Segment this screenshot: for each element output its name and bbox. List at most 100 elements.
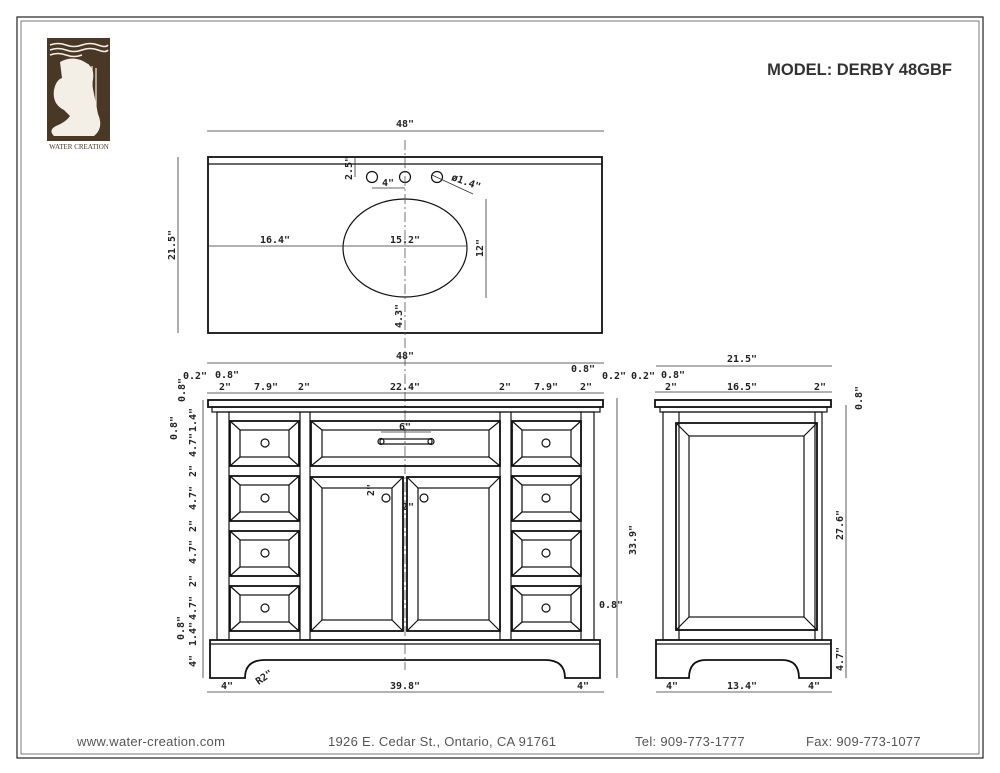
dimension-label: 1.4" bbox=[188, 408, 199, 432]
side-view: 21.5" 0.2" 0.8" 2" 16.5" 2" 0.8" 27.6" 4… bbox=[631, 354, 865, 693]
door-right bbox=[406, 476, 501, 632]
dimension-label: 2" bbox=[298, 382, 310, 393]
drawer-left-3 bbox=[229, 530, 300, 577]
dimension-label: 0.8" bbox=[599, 600, 623, 611]
knob-icon bbox=[260, 493, 270, 503]
drawing-line bbox=[229, 420, 300, 467]
drawing-line bbox=[511, 475, 582, 522]
dimension-label: 2" bbox=[188, 575, 199, 587]
drawing-line bbox=[310, 420, 501, 467]
knob-icon bbox=[381, 493, 391, 503]
drawing-line bbox=[229, 530, 300, 577]
drawing-line bbox=[229, 585, 300, 632]
dimension-label: 4" bbox=[666, 681, 678, 692]
dimension-label: 4" bbox=[808, 681, 820, 692]
dimension-label: 0.8" bbox=[177, 378, 188, 402]
footer-address: 1926 E. Cedar St., Ontario, CA 91761 bbox=[328, 734, 557, 749]
dimension-label: 0.8" bbox=[169, 416, 180, 440]
dimension-label: 2" bbox=[580, 382, 592, 393]
dim-top-depth: 21.5" bbox=[167, 230, 178, 260]
drawing-line bbox=[310, 476, 404, 632]
dimension-label: 7.9" bbox=[254, 382, 278, 393]
dim-bowl-offset: 16.4" bbox=[260, 235, 290, 246]
dimension-label: 4.7" bbox=[835, 647, 846, 671]
dimension-label: 0.8" bbox=[176, 616, 187, 640]
dimension-label: 2" bbox=[665, 382, 677, 393]
model-title: MODEL: DERBY 48GBF bbox=[767, 61, 952, 79]
drawer-right-4 bbox=[511, 585, 582, 632]
dim-hole-diameter: ø1.4" bbox=[450, 172, 482, 193]
drawing-line bbox=[511, 420, 582, 467]
drawing-line bbox=[521, 539, 572, 568]
dimension-label: 16.5" bbox=[727, 382, 757, 393]
dim-bowl-front: 4.3" bbox=[394, 304, 405, 328]
dimension-label: 21.5" bbox=[727, 354, 757, 365]
front-countertop bbox=[207, 399, 604, 408]
dimension-label: 4.7" bbox=[188, 596, 199, 620]
drawing-line bbox=[377, 437, 385, 446]
dimension-label: 2" bbox=[814, 382, 826, 393]
dimension-label: 4" bbox=[577, 681, 589, 692]
drawing-line bbox=[406, 476, 501, 632]
knob-icon bbox=[541, 493, 551, 503]
dimension-label: 4" bbox=[221, 681, 233, 692]
dimension-label: 2" bbox=[188, 465, 199, 477]
drawer-left-1 bbox=[229, 420, 300, 467]
knob-icon bbox=[541, 548, 551, 558]
drawing-line bbox=[688, 435, 805, 618]
dimension-label: 27.6" bbox=[835, 510, 846, 540]
dim-faucet-spacing: 4" bbox=[382, 178, 394, 189]
dimension-label: 2" bbox=[366, 484, 377, 496]
drawer-right-3 bbox=[511, 530, 582, 577]
knob-icon bbox=[541, 438, 551, 448]
footer-tel: Tel: 909-773-1777 bbox=[635, 734, 745, 749]
drawing-line bbox=[511, 475, 582, 522]
drawing-line bbox=[521, 484, 572, 513]
dimension-label: R2" bbox=[254, 668, 275, 687]
door-left bbox=[310, 476, 404, 632]
dim-front-width: 48" bbox=[396, 351, 414, 362]
drawing-line bbox=[229, 530, 300, 577]
knob-icon bbox=[260, 438, 270, 448]
dimension-label: 0.2" bbox=[602, 371, 626, 382]
dim-bowl-depth: 12" bbox=[475, 239, 486, 257]
dim-faucet-setback: 2.5" bbox=[344, 156, 355, 180]
drawing-line bbox=[239, 594, 290, 623]
drawing-line bbox=[511, 420, 582, 467]
dimension-label: 2" bbox=[188, 520, 199, 532]
drawing-line bbox=[239, 539, 290, 568]
knob-icon bbox=[541, 603, 551, 613]
dimension-label: 0.8" bbox=[854, 386, 865, 410]
dimension-label: 0.8" bbox=[571, 364, 595, 375]
dimension-label: 7.9" bbox=[534, 382, 558, 393]
dim-bowl-width: 15.2" bbox=[390, 235, 420, 246]
dimension-label: 4.7" bbox=[188, 540, 199, 564]
drawing-line bbox=[511, 530, 582, 577]
dimension-label: 0.8" bbox=[215, 370, 239, 381]
drawer-pull-icon bbox=[379, 438, 433, 445]
center-drawer bbox=[310, 420, 501, 467]
dimension-label: 4" bbox=[188, 655, 199, 667]
side-countertop bbox=[654, 399, 832, 408]
dim-top-width: 48" bbox=[396, 119, 414, 130]
dimension-label: 0.2" bbox=[183, 371, 207, 382]
dimension-label: 4.7" bbox=[188, 486, 199, 510]
drawer-left-2 bbox=[229, 475, 300, 522]
drawing-line bbox=[521, 429, 572, 458]
dimension-label: 33.9" bbox=[628, 525, 639, 555]
dimension-label: 6" bbox=[399, 422, 411, 433]
drawing-line bbox=[229, 475, 300, 522]
drawing-line bbox=[511, 585, 582, 632]
drawing-line bbox=[49, 42, 109, 58]
drawing-line bbox=[321, 429, 490, 458]
side-panel bbox=[675, 422, 818, 631]
water-creation-logo: WATER CREATION bbox=[47, 38, 110, 151]
dimension-label: 22.4" bbox=[390, 382, 420, 393]
knob-icon bbox=[260, 548, 270, 558]
knob-icon bbox=[419, 493, 429, 503]
drawing-line bbox=[511, 585, 582, 632]
drawing-line bbox=[675, 422, 818, 631]
side-base bbox=[655, 639, 832, 679]
dimension-label: 1.4" bbox=[188, 622, 199, 646]
inner-border bbox=[20, 20, 980, 755]
